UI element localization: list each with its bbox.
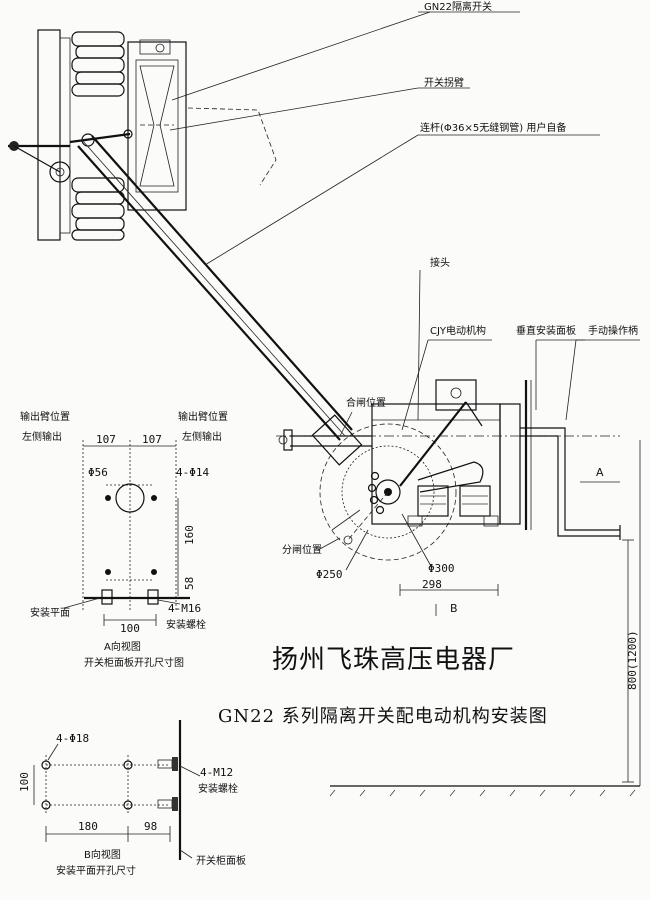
view-b-bolts-label: 安装螺栓	[198, 782, 238, 795]
view-a-output-left-1: 输出臂位置	[20, 410, 70, 423]
gn22-switch-body	[8, 29, 277, 241]
view-a-dim-58: 58	[183, 577, 196, 590]
view-b-holes: 4-Φ18	[56, 732, 89, 745]
label-link-rod: 连杆(Φ36×5无缝钢管) 用户自备	[420, 121, 566, 134]
floor-line	[329, 440, 641, 797]
view-a	[63, 440, 190, 626]
view-a-output-right-2: 左侧输出	[182, 430, 222, 443]
label-open-position: 分闸位置	[282, 543, 322, 556]
view-b-panel: 开关柜面板	[196, 854, 246, 867]
link-rod	[77, 135, 363, 466]
view-a-holes: 4-Φ14	[176, 466, 209, 479]
label-height-dim: 800(1200)	[626, 630, 639, 690]
view-b-bolts: 4-M12	[200, 766, 233, 779]
lower-insulator	[71, 177, 125, 241]
view-a-bolts: 4-M16	[168, 602, 201, 615]
view-b-caption-1: B向视图	[84, 848, 121, 861]
view-b	[33, 720, 201, 860]
label-joint: 接头	[430, 256, 450, 269]
view-a-caption-1: A向视图	[104, 640, 141, 653]
label-vertical-panel: 垂直安装面板	[516, 324, 576, 337]
label-closed-position: 合闸位置	[346, 396, 386, 409]
view-b-dim-98: 98	[144, 820, 157, 833]
label-manual-handle: 手动操作柄	[588, 324, 638, 337]
label-mechanism: CJY电动机构	[430, 324, 486, 337]
manual-handle	[520, 427, 621, 540]
view-a-mount-plane: 安装平面	[30, 606, 70, 619]
view-a-dim-107-right: 107	[142, 433, 162, 446]
view-b-dim-100: 100	[18, 772, 31, 792]
drawing-title: GN22 系列隔离开关配电动机构安装图	[218, 706, 548, 727]
label-dia-250: Φ250	[316, 568, 343, 581]
view-a-output-left-2: 左侧输出	[22, 430, 62, 443]
company-title: 扬州飞珠高压电器厂	[272, 645, 515, 675]
swing-circle-300	[319, 423, 457, 561]
label-crank-arm: 开关拐臂	[424, 76, 464, 89]
view-a-dim-107-left: 107	[96, 433, 116, 446]
label-gn22-switch: GN22隔离开关	[424, 0, 492, 13]
label-view-b-marker: B	[450, 602, 458, 615]
view-a-dia-56: Φ56	[88, 466, 108, 479]
view-b-dim-180: 180	[78, 820, 98, 833]
label-dim-298: 298	[422, 578, 442, 591]
hole-56	[115, 483, 145, 513]
label-view-a-marker: A	[596, 466, 604, 479]
upper-insulator	[71, 31, 125, 97]
view-a-bolts-label: 安装螺栓	[166, 618, 206, 631]
leader-lines	[169, 11, 640, 571]
vertical-panel	[524, 380, 532, 530]
view-a-dim-160: 160	[183, 525, 196, 545]
view-a-dim-100: 100	[120, 622, 140, 635]
view-a-caption-2: 开关柜面板开孔尺寸图	[84, 656, 184, 669]
cjy-mechanism	[278, 379, 521, 561]
view-b-caption-2: 安装平面开孔尺寸	[56, 864, 136, 877]
label-dia-300: Φ300	[428, 562, 455, 575]
view-a-output-right-1: 输出臂位置	[178, 410, 228, 423]
